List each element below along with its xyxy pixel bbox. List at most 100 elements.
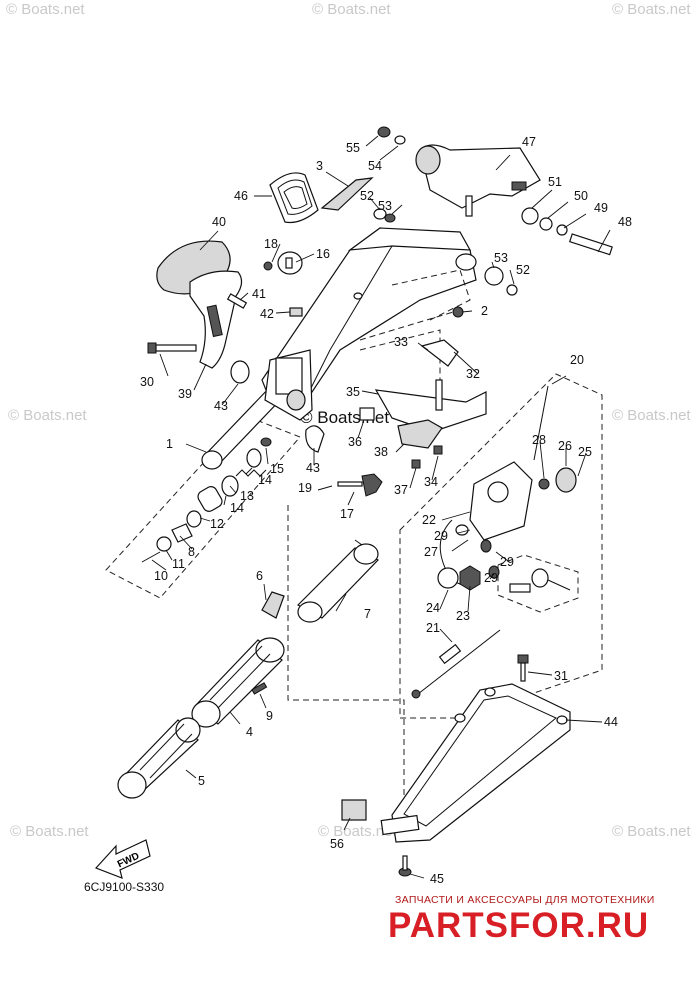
callout-label: 32: [466, 367, 480, 381]
collar-part: [261, 591, 285, 619]
callout-label: 8: [188, 545, 195, 559]
callout-label: 10: [154, 569, 168, 583]
callout-label: 6: [256, 569, 263, 583]
callout-label: 9: [266, 709, 273, 723]
callout-label: 34: [424, 475, 438, 489]
callout-label: 22: [422, 513, 436, 527]
callout-label: 7: [364, 607, 371, 621]
callout-label: 56: [330, 837, 344, 851]
watermark-text: © Boats.net: [312, 1, 391, 18]
grip-rubber-part: [117, 717, 201, 799]
callout-label: 29: [484, 571, 498, 585]
callout-label: 48: [618, 215, 632, 229]
watermark-text: © Boats.net: [612, 407, 691, 424]
callout-label: 33: [394, 335, 408, 349]
callout-label: 17: [340, 507, 354, 521]
callout-label: 26: [558, 439, 572, 453]
shift-rod-part: [411, 629, 501, 699]
callout-label: 46: [234, 189, 248, 203]
watermark-text: © Boats.net: [612, 1, 691, 18]
shift-mechanism-part: [437, 385, 577, 593]
callout-label: 12: [210, 517, 224, 531]
callout-label: 47: [522, 135, 536, 149]
callout-label: 14: [230, 501, 244, 515]
callout-label: 30: [140, 375, 154, 389]
diagram-code: 6CJ9100-S330: [84, 880, 165, 894]
callout-label: 52: [360, 189, 374, 203]
grip-cap-part: [269, 172, 319, 224]
watermark-text: © Boats.net: [300, 408, 389, 427]
upper-bracket-part: [373, 126, 613, 318]
watermark-text: © Boats.net: [6, 1, 85, 18]
watermark-text: © Boats.net: [10, 823, 89, 840]
bolt-part: [517, 654, 529, 682]
bolt-part: [147, 342, 197, 354]
callout-label: 55: [346, 141, 360, 155]
callout-label: 2: [481, 304, 488, 318]
callout-label: 36: [348, 435, 362, 449]
callout-label: 38: [374, 445, 388, 459]
callout-label: 39: [178, 387, 192, 401]
callout-labels: 1 2 3 4 5 6 7 8 9 10 11 12 13 14 14 15 1…: [140, 135, 632, 886]
callout-label: 15: [270, 462, 284, 476]
callout-label: 45: [430, 872, 444, 886]
callout-label: 28: [532, 433, 546, 447]
callout-label: 53: [494, 251, 508, 265]
callout-label: 35: [346, 385, 360, 399]
throttle-sleeve-part: [297, 539, 379, 623]
knob-bolt-part: [317, 473, 383, 497]
screw-part: [226, 293, 248, 309]
callout-label: 49: [594, 201, 608, 215]
callout-label: 42: [260, 307, 274, 321]
callout-label: 31: [554, 669, 568, 683]
clip-part: [341, 799, 367, 821]
callout-label: 44: [604, 715, 618, 729]
callout-label: 13: [240, 489, 254, 503]
callout-label: 14: [258, 473, 272, 487]
callout-label: 18: [264, 237, 278, 251]
lower-cover-part: [380, 683, 571, 877]
decal-part: [320, 177, 374, 211]
callout-label: 53: [378, 199, 392, 213]
callout-label: 3: [316, 159, 323, 173]
watermark-group: © Boats.net © Boats.net © Boats.net © Bo…: [6, 1, 691, 840]
callout-label: 43: [214, 399, 228, 413]
pad-part: [289, 307, 303, 317]
callout-label: 52: [516, 263, 530, 277]
callout-label: 54: [368, 159, 382, 173]
watermark-text: © Boats.net: [612, 823, 691, 840]
callout-label: 29: [500, 555, 514, 569]
watermark-text: © Boats.net: [8, 407, 87, 424]
watermark-text: © Boats.net: [318, 823, 397, 840]
leader-lines: [151, 135, 611, 879]
clip-part: [305, 425, 325, 453]
washer-part: [230, 360, 250, 384]
callout-label: 27: [424, 545, 438, 559]
callout-label: 24: [426, 601, 440, 615]
steering-shaft-part: [201, 349, 313, 470]
callout-label: 29: [434, 529, 448, 543]
footer-subtitle: ЗАПЧАСТИ И АКСЕССУАРЫ ДЛЯ МОТОТЕХНИКИ: [395, 894, 655, 906]
fwd-arrow-icon: FWD: [94, 839, 151, 879]
callout-label: 5: [198, 774, 205, 788]
callout-label: 50: [574, 189, 588, 203]
callout-label: 41: [252, 287, 266, 301]
callout-label: 37: [394, 483, 408, 497]
grip-part: [191, 637, 285, 728]
callout-label: 40: [212, 215, 226, 229]
callout-label: 21: [426, 621, 440, 635]
callout-label: 11: [172, 557, 185, 571]
callout-label: 4: [246, 725, 253, 739]
callout-label: 19: [298, 481, 312, 495]
callout-label: 51: [548, 175, 562, 189]
callout-label: 20: [570, 353, 584, 367]
throttle-lever-part: [156, 240, 243, 369]
friction-knob-part: [263, 251, 303, 275]
callout-label: 16: [316, 247, 330, 261]
callout-label: 43: [306, 461, 320, 475]
callout-label: 1: [166, 437, 173, 451]
callout-label: 25: [578, 445, 592, 459]
callout-label: 23: [456, 609, 470, 623]
footer-logo[interactable]: PARTSFOR.RU: [388, 906, 650, 945]
